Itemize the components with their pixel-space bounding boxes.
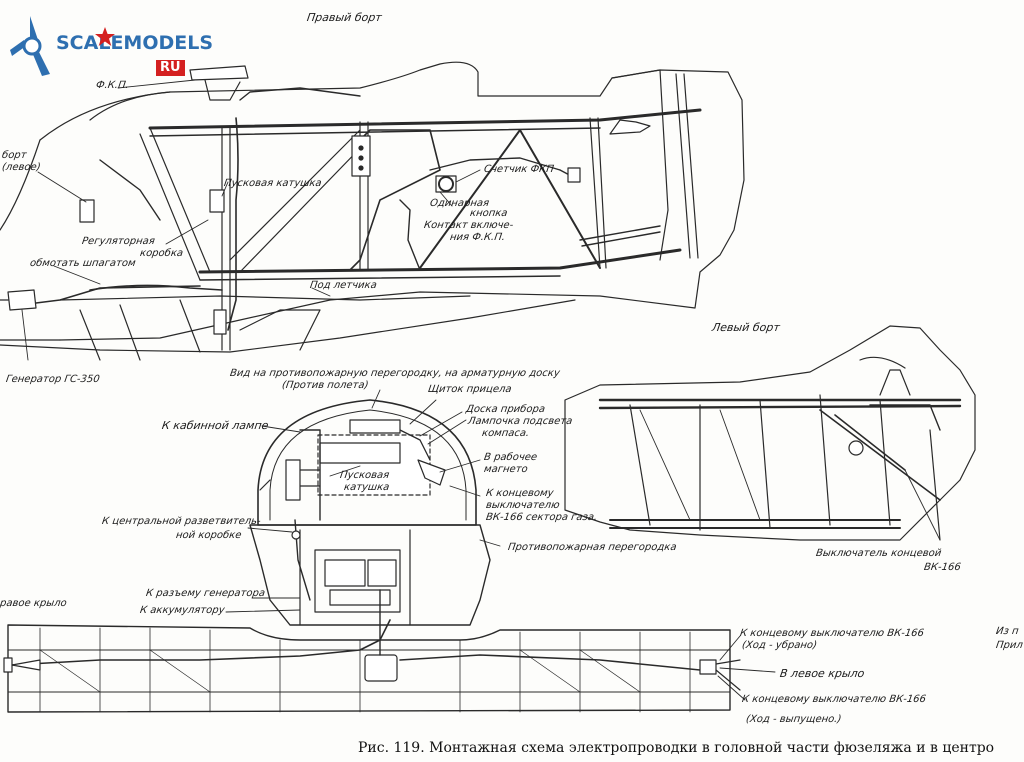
label-k-konc-vk-1: К концевому выключателю ВК-166 (739, 628, 925, 639)
label-vid-2: (Против полета) (281, 380, 370, 391)
label-pravoe-krylo: равое крыло (0, 598, 68, 609)
firewall-view (249, 399, 491, 626)
scalemodels-logo: SCALEMODELS RU (8, 10, 213, 80)
propeller-logo-icon (10, 16, 50, 76)
figure-caption: Рис. 119. Монтажная схема электропроводк… (358, 740, 995, 756)
label-shchitok: Щиток прицела (427, 384, 513, 395)
label-puskovaya-katushka: Пусковая катушка (223, 178, 323, 189)
label-niya-fkp: ния Ф.К.П. (449, 232, 506, 243)
label-k-konc-2: выключателю (485, 500, 561, 511)
label-puskovaya-2a: Пусковая (339, 470, 390, 481)
label-iz-p-1: Из п (995, 626, 1020, 637)
label-generator: Генератор ГС-350 (5, 374, 101, 385)
label-levyi-bort: Левый борт (711, 321, 781, 334)
left-side-view (564, 325, 976, 541)
label-k-akkum: К аккумулятору (139, 605, 226, 616)
label-lampochka-2: компаса. (481, 428, 530, 439)
label-vyklyuchatel-1: Выключатель концевой (815, 548, 943, 559)
label-obmotat: обмотать шпагатом (29, 258, 137, 269)
label-k-konc-3: ВК-166 сектора газа. (485, 512, 598, 523)
wing-leader-lines (717, 635, 776, 701)
label-regulyatornaya: Регуляторная (81, 236, 156, 247)
label-pravyi-bort: Правый борт (306, 11, 383, 24)
label-puskovaya-2b: катушка (343, 482, 391, 493)
label-protivopozharnaya: Противопожарная перегородка (507, 542, 678, 553)
right-side-view (0, 61, 745, 361)
center-wing-section (3, 589, 741, 713)
label-k-razemu: К разъему генератора (145, 588, 266, 599)
label-schetchik-fkp: Счетчик ФКП (483, 164, 555, 175)
label-fkp: Ф.К.П. (95, 80, 130, 91)
label-bort-left: борт (1, 150, 28, 161)
label-vid-1: Вид на противопожарную перегородку, на а… (229, 368, 561, 379)
label-k-konc-vk-2b: (Ход - выпущено.) (745, 714, 843, 725)
logo-ru-badge: RU (156, 60, 185, 76)
label-v-rabochee-1: В рабочее (483, 452, 538, 463)
label-k-kabinnoi: К кабинной лампе (161, 419, 270, 432)
label-v-rabochee-2: магнето (483, 464, 529, 475)
label-k-central-2: ной коробке (175, 530, 243, 541)
label-korobka: коробка (139, 248, 184, 259)
center-leader-lines (225, 389, 501, 613)
label-k-central-1: К центральной разветвитель- (101, 516, 262, 527)
label-bort-left-2: (левое) (1, 162, 42, 173)
label-doska-pribor: Доска прибора (465, 404, 546, 415)
top-leader-lines (21, 79, 481, 361)
label-k-konc-vk-2: К концевому выключателю ВК-166 (741, 694, 927, 705)
logo-text: SCALEMODELS (56, 32, 214, 54)
red-star-icon (95, 27, 115, 46)
label-kontakt-vklyuch: Контакт включе- (423, 220, 514, 231)
label-knopka: кнопка (469, 208, 509, 219)
label-k-konc-1: К концевому (485, 488, 555, 499)
label-v-levoe: В левое крыло (779, 667, 866, 680)
label-lampochka-1: Лампочка подсвета (467, 416, 573, 427)
label-pod-letchika: Под летчика (309, 280, 378, 291)
label-vyklyuchatel-2: ВК-166 (923, 562, 962, 573)
label-k-konc-vk-1b: (Ход - убрано) (741, 640, 818, 651)
label-iz-p-2: Прил (995, 640, 1024, 651)
